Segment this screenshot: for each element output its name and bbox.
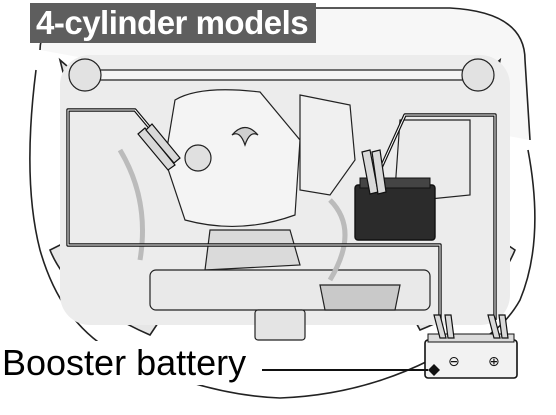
clamp-booster-positive (487, 314, 509, 339)
clamp-booster-negative (433, 314, 455, 339)
radiator-grille (319, 284, 401, 311)
engine-bay (60, 55, 510, 341)
engine-logo (231, 126, 259, 147)
booster-battery-top (427, 333, 515, 343)
vehicle-battery-top (359, 177, 431, 189)
strut-top-left (68, 58, 102, 92)
strut-bar (69, 69, 491, 81)
callout-leader (262, 364, 440, 376)
clamp-engine-ground (137, 123, 181, 171)
fuse-box (254, 309, 306, 341)
booster-battery-body (424, 339, 518, 379)
hose-right (327, 198, 348, 282)
cable-outline-white (67, 109, 496, 320)
clamp-vehicle-positive (361, 149, 387, 195)
intake-duct (299, 94, 356, 196)
booster-battery-label: Booster battery (2, 341, 253, 385)
hose-left (117, 148, 145, 261)
booster-positive-symbol: ⊕ (488, 354, 500, 370)
oil-filler-cap (184, 144, 212, 172)
callout-diamond (428, 364, 440, 376)
engine-cover (164, 89, 301, 228)
booster-negative-symbol: ⊖ (448, 354, 460, 370)
strut-top-right (461, 58, 495, 92)
page-title: 4-cylinder models (30, 3, 317, 43)
booster-battery: ⊖ ⊕ (424, 333, 518, 379)
exhaust-manifold (204, 229, 301, 271)
vehicle-battery-body (354, 184, 436, 241)
vehicle-battery (354, 177, 436, 241)
left-fender (29, 69, 171, 361)
